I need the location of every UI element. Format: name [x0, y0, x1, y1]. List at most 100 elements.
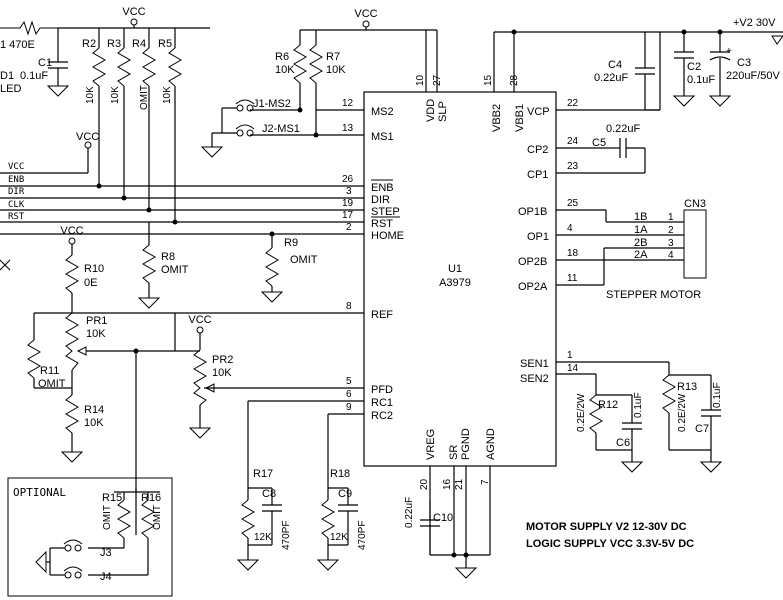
note-motor-supply: MOTOR SUPPLY V2 12-30V DC [526, 521, 687, 533]
r15-value: OMIT [102, 505, 113, 530]
pin-num: 15 [483, 74, 494, 86]
pin-name: RST [371, 218, 393, 230]
pin-num: 7 [480, 479, 491, 485]
r6-ref: R6 [275, 51, 289, 63]
ref-routing [135, 313, 176, 535]
pin-num: 13 [342, 123, 354, 134]
pin-name: OP2B [518, 256, 547, 268]
ground-icon [35, 550, 47, 574]
ms-pullups: VCC R6 10K R7 10K [275, 8, 437, 138]
r11-ref: R11 [40, 365, 59, 377]
r6-value: 10K [275, 64, 295, 76]
r9-ref: R9 [284, 237, 298, 249]
vcc-label: VCC [354, 8, 377, 20]
ground-icon [236, 559, 260, 571]
vcc-top: VCC [122, 6, 146, 28]
reference-divider: VCC R10 0E PR1 10K R11 OMIT R14 10K [0, 225, 200, 463]
cn3-pin-label: 2B [634, 237, 647, 249]
r9-section: R9 OMIT [260, 231, 318, 303]
r12-value: 0.2E/2W [576, 393, 587, 432]
led-indicator-section: 1 470E C1 0.1uF D1 LED [0, 20, 210, 97]
r7-ref: R7 [326, 51, 340, 63]
d1-value: LED [0, 83, 21, 95]
c10-ref: C10 [433, 512, 453, 524]
ground-icon [60, 451, 84, 463]
ic-bottom-pins: 20 VREG 16 SR 21 PGND 7 AGND [419, 428, 497, 555]
ground-icon [260, 291, 284, 303]
j4-label: J4 [100, 571, 112, 583]
pin-num: 8 [346, 301, 352, 312]
motor-supply: +V2 30V C4 0.22uF C2 0.1uF + C3 220uF/50… [494, 17, 783, 111]
pin-name: ENB [371, 182, 394, 194]
pin-name: CP1 [527, 169, 548, 181]
r16-value: OMIT [152, 505, 163, 530]
charge-pump-cap: 0.22uF C5 [592, 123, 646, 173]
pin-num: 19 [342, 198, 354, 209]
pin-num: 10 [415, 74, 426, 86]
vcc-label: VCC [60, 225, 83, 237]
pin-num: 6 [346, 389, 352, 400]
c2-ref: C2 [687, 61, 701, 73]
pin-name: VREG [425, 429, 437, 460]
r2-resistor [92, 47, 106, 87]
ic-u1: U1 A3979 12 MS2 13 MS1 26 ENB 3 DIR 19 S… [0, 30, 684, 555]
signal-label: DIR [8, 187, 25, 197]
ic-right-pins: 22 VCP 24 CP2 23 CP1 25 OP1B 4 OP1 18 OP… [518, 98, 684, 385]
pin-name: SEN1 [520, 358, 549, 370]
pin-name: SR [448, 445, 460, 460]
pin-name: RC2 [371, 410, 393, 422]
supply-notes: MOTOR SUPPLY V2 12-30V DC LOGIC SUPPLY V… [526, 521, 694, 550]
r10-resistor [65, 254, 79, 294]
j1-label: J1-MS2 [253, 98, 291, 110]
pr1-potentiometer [65, 312, 79, 371]
j3-label: J3 [100, 547, 112, 559]
optional-box: OPTIONAL R15 R16 OMIT OMIT J3 J4 [7, 477, 173, 597]
r15-resistor [117, 499, 131, 539]
pin-name: STEP [371, 206, 400, 218]
pin-name: VDD [425, 99, 437, 122]
pin-name: OP1 [527, 231, 549, 243]
ms-jumpers: J1-MS2 J2-MS1 [200, 98, 316, 158]
pin-num: 11 [567, 273, 578, 284]
pr2-ref: PR2 [212, 354, 233, 366]
r6-resistor [293, 44, 307, 84]
j2-label: J2-MS1 [262, 123, 300, 135]
pin-name: MS1 [371, 131, 394, 143]
r18-ref: R18 [330, 468, 350, 480]
r9-resistor [265, 247, 279, 287]
ground-icon [708, 95, 732, 107]
signal-label: VCC [8, 162, 24, 172]
pin-num: 21 [454, 478, 465, 490]
pin-num: 18 [567, 248, 579, 259]
pin-num: 2 [346, 222, 352, 233]
ground-icon [699, 461, 723, 473]
pin-num: 1 [567, 350, 573, 361]
optional-label: OPTIONAL [13, 486, 66, 499]
j2-pin [246, 129, 254, 137]
r17-ref: R17 [253, 468, 273, 480]
pin-name: HOME [371, 230, 404, 242]
pin-name: VCP [527, 106, 550, 118]
ground-icon [46, 85, 70, 97]
pin-name: PFD [371, 384, 393, 396]
pin-num: 20 [419, 478, 430, 490]
optional-border [7, 477, 173, 597]
c7-ref: C7 [695, 423, 709, 435]
j2-pin [236, 129, 244, 137]
sense-resistors: R12 0.2E/2W 0.1uF C6 R13 0.2E/2W 0.1uF C… [576, 362, 723, 473]
signal-label: RST [8, 212, 25, 222]
r17-value: 12K [254, 532, 272, 543]
cn3-body [683, 209, 707, 279]
pin-num: 14 [567, 363, 579, 374]
r8-value: OMIT [161, 264, 189, 276]
r13-ref: R13 [677, 381, 697, 393]
r11-value: OMIT [38, 378, 66, 390]
c8-value: 470PF [281, 521, 292, 550]
r3-ref: R3 [107, 38, 121, 50]
pin-num: 5 [346, 376, 352, 387]
r15-ref: R15 [102, 492, 122, 504]
cn3-pin-num: 1 [668, 212, 674, 223]
j3-pin [74, 544, 82, 552]
pin-num: 12 [342, 98, 354, 109]
